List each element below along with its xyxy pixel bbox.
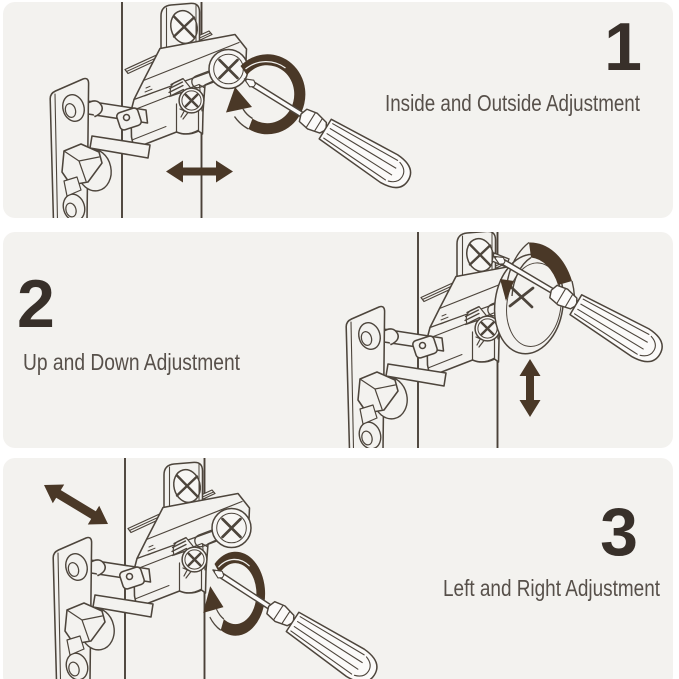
svg-text:2: 2	[17, 266, 55, 342]
svg-text:Up and Down Adjustment: Up and Down Adjustment	[23, 349, 241, 375]
svg-text:Inside and Outside Adjustment: Inside and Outside Adjustment	[385, 90, 640, 116]
svg-text:3: 3	[600, 494, 638, 570]
svg-text:Left and Right Adjustment: Left and Right Adjustment	[443, 575, 661, 601]
svg-text:1: 1	[604, 9, 642, 85]
